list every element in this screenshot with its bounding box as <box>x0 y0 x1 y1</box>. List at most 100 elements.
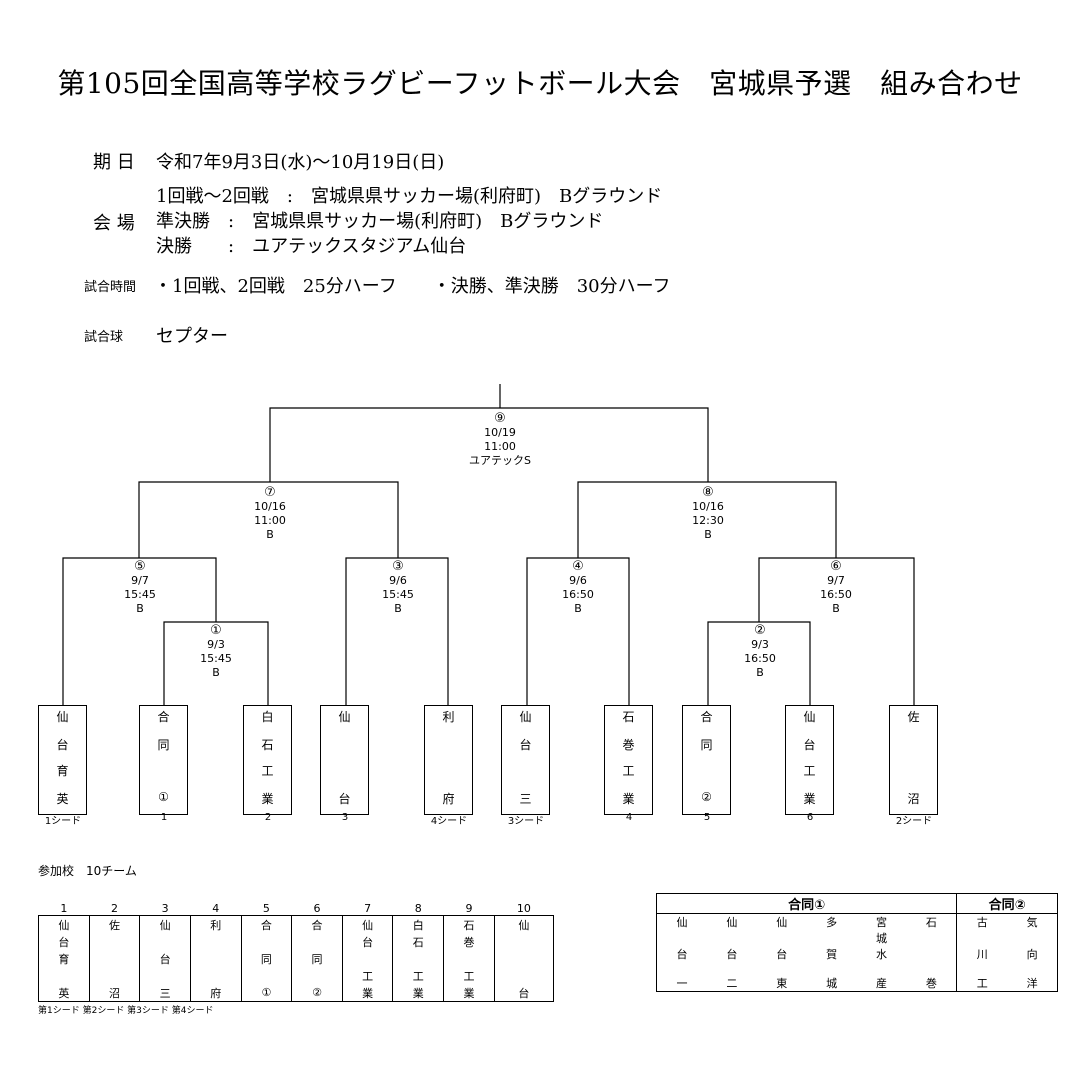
joint-char: 二 <box>706 975 757 992</box>
team-char: 巻 <box>622 738 635 752</box>
participant-char: 英 <box>38 984 90 1002</box>
match-line: 11:00 <box>254 514 286 527</box>
team-char: 沼 <box>907 792 920 806</box>
joint-char <box>956 962 1008 975</box>
joint-char <box>1007 962 1059 975</box>
team-char: 台 <box>338 792 351 806</box>
time-label: 試合時間 <box>84 280 137 295</box>
participant-char: 工 <box>392 967 445 984</box>
match-line: ④ <box>572 559 584 574</box>
participant-char: 合 <box>240 915 293 933</box>
participant-number: 4 <box>212 902 220 915</box>
joint-char: 仙 <box>726 916 738 929</box>
joint-char: 石 <box>906 913 958 930</box>
participant-char: 台 <box>493 984 555 1002</box>
joint-char: 巻 <box>906 975 958 992</box>
team-char: 英 <box>56 792 69 806</box>
team-char: 工 <box>261 764 274 778</box>
participant-char <box>189 933 242 950</box>
match-line: B <box>136 602 144 615</box>
team-box: 石巻工業 <box>604 705 653 815</box>
tournament-bracket <box>62 384 915 705</box>
team-char: 業 <box>622 792 635 806</box>
participant-number: 7 <box>364 902 372 915</box>
participant-number: 10 <box>516 902 531 915</box>
match-line: B <box>832 602 840 615</box>
joint-char-row: 台台台賀水川向 <box>655 946 1059 962</box>
participant-char: 業 <box>341 984 394 1002</box>
participant-number: 1 <box>60 902 68 915</box>
match-line: 9/7 <box>827 574 845 587</box>
team-char: 石 <box>622 710 635 724</box>
team-seed: 2 <box>264 812 272 823</box>
match-line: 16:50 <box>562 588 594 601</box>
joint-char: 台 <box>655 946 707 962</box>
joint-char: 仙 <box>655 913 707 930</box>
participant-char: 台 <box>341 933 394 950</box>
participant-char: 合 <box>291 915 343 933</box>
participant-number: 9 <box>465 902 473 915</box>
participant-char <box>88 967 141 984</box>
participant-number: 3 <box>161 902 169 915</box>
joint-char-row: 仙仙仙多宮石古気 <box>655 913 1059 930</box>
participant-char: 仙 <box>493 915 555 933</box>
joint-char: 古 <box>956 913 1008 930</box>
team-seed: 4 <box>625 812 633 823</box>
participant-char: 白 <box>392 915 445 933</box>
participant-char: 仙 <box>38 915 90 933</box>
team-box: 仙台三 <box>501 705 550 815</box>
participant-number: 8 <box>414 902 422 915</box>
match-line: B <box>574 602 582 615</box>
page-title: 第105回全国高等学校ラグビーフットボール大会 宮城県予選 組み合わせ <box>57 67 1023 100</box>
joint-char: 気 <box>1007 913 1059 930</box>
participant-char <box>240 933 293 950</box>
participant-char: 育 <box>38 950 90 967</box>
participant-char: 同 <box>291 950 343 967</box>
team-seed: 4シード <box>430 816 468 827</box>
participant-char: 工 <box>443 967 495 984</box>
team-char: 白 <box>261 710 274 724</box>
joint-char: 工 <box>956 975 1008 992</box>
venue-line-2: 準決勝 : 宮城県県サッカー場(利府町) Bグラウンド <box>156 211 604 232</box>
joint-char <box>906 930 958 946</box>
participant-char: 三 <box>139 984 191 1002</box>
team-char: 合 <box>157 710 170 724</box>
team-char: ② <box>701 790 712 804</box>
match-line: 11:00 <box>484 440 516 453</box>
joint-char: 仙 <box>776 916 788 929</box>
team-box: 利府 <box>424 705 473 815</box>
team-box: 佐沼 <box>889 705 938 815</box>
team-char: 仙 <box>803 710 816 724</box>
team-char: 業 <box>803 792 816 806</box>
match-line: ⑧ <box>702 485 714 500</box>
participant-char <box>392 950 445 967</box>
joint-char-row: 一二東城産巻工洋 <box>655 975 1059 992</box>
joint-char-row <box>655 962 1059 975</box>
ball-label: 試合球 <box>84 330 124 345</box>
participant-number: 6 <box>313 902 321 915</box>
participant-char: 石 <box>443 915 495 933</box>
joint-char: 産 <box>856 975 907 992</box>
joint-char: 向 <box>1007 946 1059 962</box>
participant-char: 仙 <box>139 915 191 933</box>
team-char: 台 <box>519 738 532 752</box>
team-box: 仙台工業 <box>785 705 834 815</box>
team-char: 石 <box>261 738 274 752</box>
participant-number: 5 <box>262 902 270 915</box>
team-seed: 1シード <box>44 816 82 827</box>
match-line: 10/16 <box>692 500 724 513</box>
match-line: 15:45 <box>382 588 414 601</box>
match-line: ユアテックS <box>469 454 531 467</box>
participant-char <box>240 967 293 984</box>
joint-char <box>655 930 707 946</box>
match-line: B <box>704 528 712 541</box>
match-line: 9/3 <box>207 638 225 651</box>
